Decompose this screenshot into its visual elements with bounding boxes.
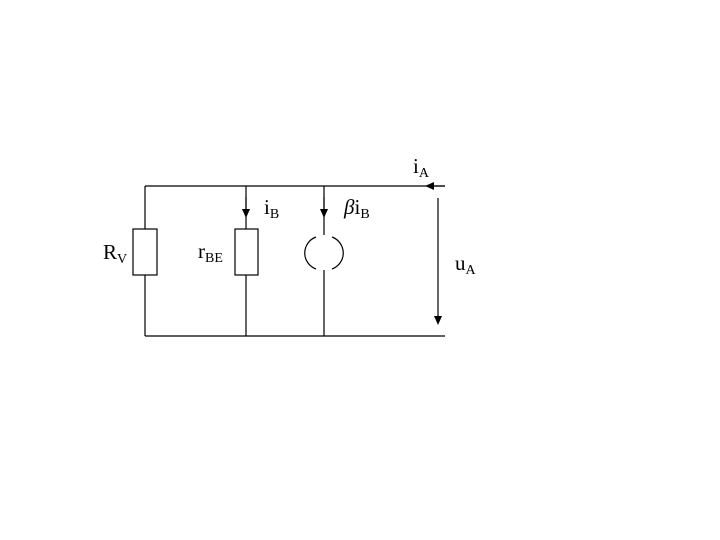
ib-arrow xyxy=(242,197,250,218)
current-source xyxy=(304,236,344,270)
resistor-rbe xyxy=(234,228,259,276)
ua-arrow xyxy=(434,198,442,325)
current-source-right-arc xyxy=(331,236,344,270)
label-rbe: rBE xyxy=(198,239,223,266)
beta-ib-arrow xyxy=(320,197,328,218)
label-ia: iA xyxy=(413,154,430,181)
label-ib: iB xyxy=(264,195,279,222)
label-rv: RV xyxy=(103,240,127,267)
label-beta-ib: βiB xyxy=(343,195,370,222)
label-ua: uA xyxy=(455,251,477,278)
resistor-rv xyxy=(132,228,158,276)
ia-arrow xyxy=(425,182,445,190)
current-source-left-arc xyxy=(304,236,317,270)
